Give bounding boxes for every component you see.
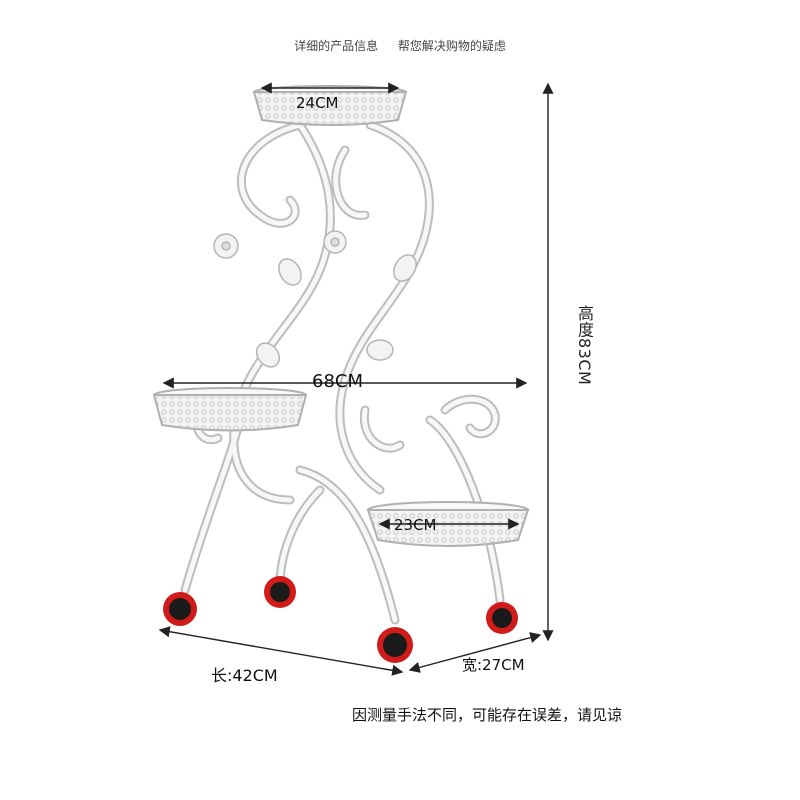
length-dimension: 长:42CM bbox=[211, 666, 278, 685]
wheel-front-left bbox=[163, 592, 197, 626]
height-dimension: 高度83CM bbox=[575, 305, 594, 386]
header-left-text: 详细的产品信息 bbox=[294, 39, 379, 53]
depth-arrow bbox=[408, 632, 542, 673]
product-info-header: 详细的产品信息 帮您解决购物的疑虑 bbox=[0, 37, 800, 54]
wheel-front-right bbox=[377, 627, 413, 663]
top-tray-dimension: 24CM bbox=[296, 94, 339, 112]
length-arrow bbox=[158, 626, 404, 676]
wheel-back-left bbox=[264, 576, 296, 608]
dimension-arrows bbox=[158, 82, 554, 676]
caster-wheels bbox=[163, 576, 518, 663]
measurement-disclaimer: 因测量手法不同，可能存在误差，请见谅 bbox=[352, 706, 623, 724]
header-right-text: 帮您解决购物的疑虑 bbox=[397, 39, 506, 53]
width-dimension: 宽:27CM bbox=[462, 656, 525, 674]
middle-width-dimension: 68CM bbox=[312, 371, 364, 392]
decorative-leaves bbox=[213, 230, 417, 368]
middle-tray bbox=[152, 387, 308, 432]
wheel-back-right bbox=[486, 602, 518, 634]
bottom-tray-dimension: 23CM bbox=[394, 516, 437, 534]
